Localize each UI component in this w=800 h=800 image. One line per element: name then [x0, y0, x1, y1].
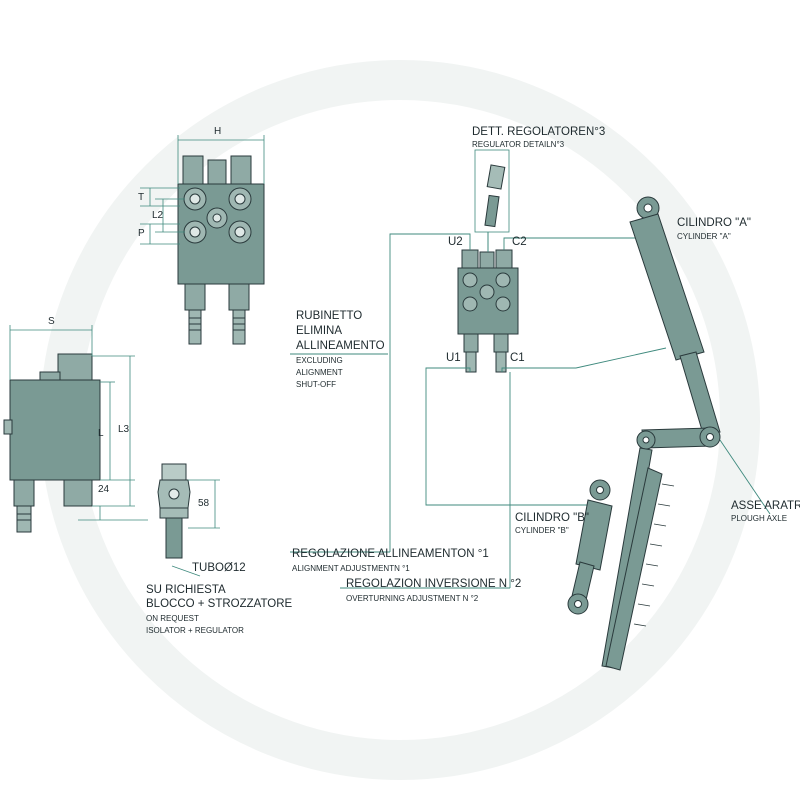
- regulator-detail-title: DETT. REGOLATOREN°3: [472, 126, 606, 138]
- regulator-detail: [474, 149, 510, 252]
- tap-label-en-1: EXCLUDING: [296, 356, 343, 365]
- dim-p: P: [138, 228, 145, 239]
- cylinder-a: [629, 196, 721, 438]
- dim-l2: L2: [152, 210, 164, 221]
- cylinder-b: [567, 479, 613, 615]
- fitting-isolator: [157, 463, 191, 559]
- on-request-label-en-2: ISOLATOR + REGULATOR: [146, 626, 244, 635]
- tap-label-it-1: RUBINETTO: [296, 310, 363, 322]
- on-request-label-it-1: SU RICHIESTA: [146, 584, 226, 596]
- dim-s: S: [48, 316, 55, 327]
- port-u1: U1: [446, 352, 461, 364]
- port-u2: U2: [448, 236, 463, 248]
- port-c2: C2: [512, 236, 527, 248]
- tube-label: TUBOØ12: [192, 562, 246, 574]
- cylinder-b-sublabel: CYLINDER "B": [515, 526, 569, 535]
- plough-axle-label: ASSE ARATRO: [731, 500, 800, 512]
- tap-label-en-3: SHUT-OFF: [296, 380, 336, 389]
- dimension-lines-side: [9, 325, 148, 521]
- on-request-label-it-2: BLOCCO + STROZZATORE: [146, 598, 293, 610]
- alignment-adjustment-label: REGOLAZIONE ALLINEAMENTON °1: [292, 548, 489, 560]
- dim-58: 58: [198, 498, 210, 509]
- cylinder-a-sublabel: CYLINDER "A": [677, 232, 731, 241]
- watermark-ring: [40, 60, 760, 780]
- dimension-lines-fitting: [171, 479, 220, 577]
- valve-block-front-view: [177, 155, 265, 345]
- regulator-detail-subtitle: REGULATOR DETAILN°3: [472, 140, 565, 149]
- side-block-body: [9, 379, 101, 481]
- port-c1: C1: [510, 352, 525, 364]
- dim-l3: L3: [118, 424, 130, 435]
- plough-tines: [633, 483, 675, 627]
- plough-axle-sublabel: PLOUGH AXLE: [731, 514, 788, 523]
- hydraulic-lines: [290, 233, 771, 589]
- overturning-adjustment-label: REGOLAZION INVERSIONE N °2: [346, 578, 522, 590]
- tap-label-it-2: ELIMINA: [296, 325, 343, 337]
- valve-block-center: [457, 249, 519, 373]
- overturning-adjustment-sublabel: OVERTURNING ADJUSTMENT N °2: [346, 594, 479, 603]
- valve-block-side-view: [3, 353, 101, 533]
- tap-label-it-3: ALLINEAMENTO: [296, 340, 385, 352]
- alignment-adjustment-sublabel: ALIGNMENT ADJUSTMENTN °1: [292, 564, 410, 573]
- dim-l: L: [98, 428, 104, 439]
- dim-h: H: [214, 126, 222, 137]
- cylinder-b-label: CILINDRO "B": [515, 512, 589, 524]
- dimension-lines-front: [140, 135, 265, 245]
- on-request-label-en-1: ON REQUEST: [146, 614, 199, 623]
- cylinder-a-label: CILINDRO "A": [677, 217, 751, 229]
- dim-t: T: [138, 192, 145, 203]
- tap-label-en-2: ALIGNMENT: [296, 368, 343, 377]
- plough-axle: [601, 426, 721, 671]
- dim-24: 24: [98, 484, 110, 495]
